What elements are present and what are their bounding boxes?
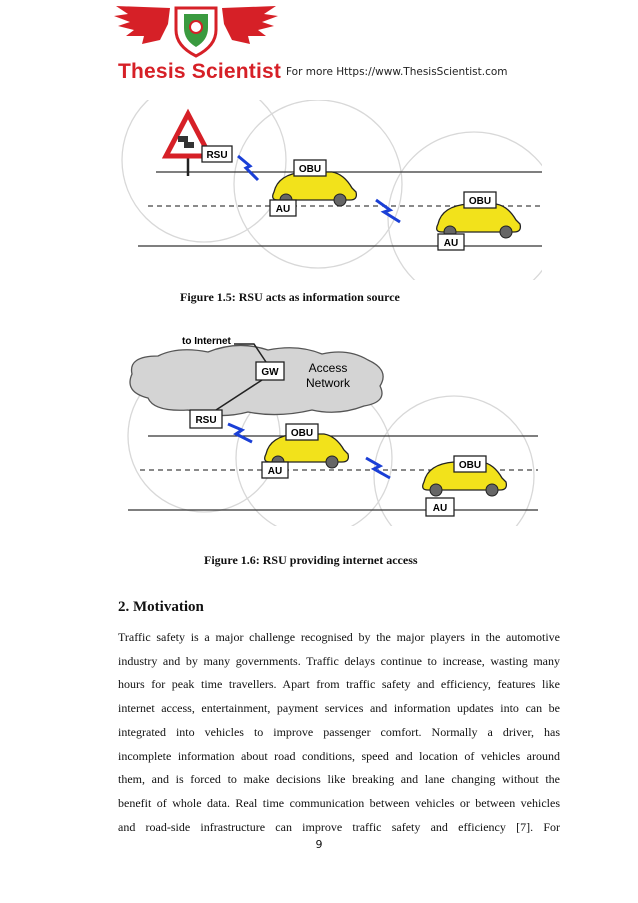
fig1-obu-right-label: OBU <box>469 196 491 207</box>
paragraph-line: internet access, entertainment, payment … <box>118 701 560 716</box>
fig2-rsu-label: RSU <box>195 415 216 426</box>
fig2-obu-right-label: OBU <box>459 460 481 471</box>
section-heading: 2. Motivation <box>118 599 204 615</box>
fig1-rsu-label: RSU <box>206 150 227 161</box>
header-website-link[interactable]: For more Https://www.ThesisScientist.com <box>286 66 508 78</box>
fig2-au-left-label: AU <box>268 466 282 477</box>
figure-rsu-internet-access: to Internet GW Access Network RSU OBU AU… <box>127 336 538 526</box>
fig1-obu-left-label: OBU <box>299 164 321 175</box>
figure-rsu-information-source: RSU OBU AU OBU AU <box>121 100 542 280</box>
body-paragraph: Traffic safety is a major challenge reco… <box>118 626 560 839</box>
fig2-to-internet-label: to Internet <box>182 336 232 347</box>
brand-name: Thesis Scientist <box>118 60 282 83</box>
paragraph-line: hours for peak time travellers. Apart fr… <box>118 677 560 692</box>
fig2-access-label: Access <box>309 361 348 375</box>
fig2-au-right-label: AU <box>433 503 447 514</box>
paragraph-line: industry and by many governments. Traffi… <box>118 653 560 668</box>
figure1-caption: Figure 1.5: RSU acts as information sour… <box>180 290 400 304</box>
fig1-au-left-label: AU <box>276 204 290 215</box>
fig2-gw-label: GW <box>261 367 279 378</box>
paragraph-line: benefit of whole data. Real time communi… <box>118 795 560 810</box>
paragraph-line: integrated into vehicles to improve pass… <box>118 724 560 739</box>
figure2-caption: Figure 1.6: RSU providing internet acces… <box>204 553 418 567</box>
fig1-au-right-label: AU <box>444 238 458 249</box>
paragraph-line: incomplete information about road condit… <box>118 748 560 763</box>
paragraph-line: them, and is forced to make decisions li… <box>118 772 560 787</box>
paragraph-line: Traffic safety is a major challenge reco… <box>118 630 560 644</box>
fig2-network-label: Network <box>306 376 351 390</box>
page-number: 9 <box>315 838 323 851</box>
paragraph-line: and road-side infrastructure can improve… <box>118 819 560 834</box>
fig2-obu-left-label: OBU <box>291 428 313 439</box>
thesis-scientist-logo-icon <box>114 6 278 58</box>
